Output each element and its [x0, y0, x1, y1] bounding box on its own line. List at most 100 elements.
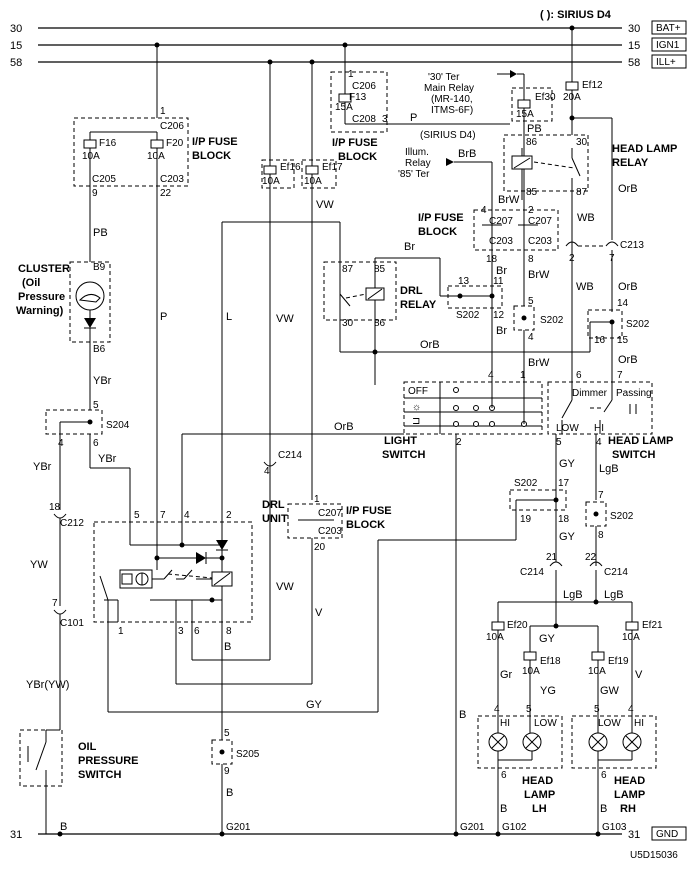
head-lamp-switch: 6 7 Dimmer Passing LOW HI 5 4 HEAD LAMP … [547, 370, 673, 461]
diagram-label: HEAD LAMP [608, 435, 673, 447]
diagram-label: S202 [514, 478, 538, 489]
connector-c214-a: 4 C214 [263, 450, 302, 477]
splice-s202-b: 5 4 S202 [513, 296, 564, 380]
diagram-label: Main Relay [424, 83, 474, 94]
diagram-label: BrW [498, 194, 520, 206]
diagram-label: Passing [616, 388, 652, 399]
diagram-label: Br [404, 241, 415, 253]
diagram-label: 15A [335, 102, 353, 113]
diagram-label: ⊐ [412, 416, 420, 427]
diagram-label: '85' Ter [398, 169, 430, 180]
diagram-label: B9 [93, 262, 106, 273]
diagram-label: 31 [628, 829, 640, 841]
diagram-label: LAMP [614, 789, 645, 801]
diagram-label: 9 [224, 766, 230, 777]
diagram-label: VW [276, 581, 294, 593]
diagram-label: B6 [93, 344, 106, 355]
diagram-label: C207 [489, 216, 513, 227]
diagram-label: ☼ [412, 402, 421, 413]
diagram-label: VW [316, 199, 334, 211]
diagram-label: C203 [318, 526, 342, 537]
diagram-label: OrB [334, 421, 354, 433]
diagram-label: GND [656, 829, 678, 840]
diagram-label: 3 [382, 114, 388, 125]
connector-c214-c: 22 C214 [585, 552, 628, 602]
diagram-label: Ef21 [642, 620, 663, 631]
ip-fuse-block-3: 4 2 C207 C207 C203 C203 18 8 I/P FUSE BL… [418, 205, 559, 265]
diagram-label: C203 [528, 236, 552, 247]
diagram-label: C101 [60, 618, 84, 629]
diagram-label: C207 [528, 216, 552, 227]
diagram-label: BLOCK [338, 151, 377, 163]
diagram-label: 1 [520, 370, 526, 381]
oil-pressure-switch: OIL PRESSURE SWITCH [19, 729, 139, 834]
diagram-label: YBr [98, 453, 117, 465]
diagram-label: 9 [92, 188, 98, 199]
diagram-label: '30' Ter [428, 72, 460, 83]
diagram-label: 7 [160, 510, 166, 521]
ip-fuse-block-2: 1 C206 F13 15A C208 3 P I/P FUSE BLOCK [330, 42, 510, 163]
diagram-label: B [226, 787, 233, 799]
diagram-label: 7 [617, 370, 623, 381]
diagram-label: BLOCK [418, 226, 457, 238]
diagram-label: 15 [628, 40, 640, 52]
diagram-label: 85 [374, 264, 386, 275]
diagram-label: Ef12 [582, 80, 603, 91]
diagram-label: BLOCK [346, 519, 385, 531]
connector-c212: 18 C212 [49, 502, 84, 606]
diagram-label: 5 [594, 704, 600, 715]
diagram-label: F20 [166, 138, 184, 149]
diagram-label: B [500, 803, 507, 815]
diagram-label: 4 [628, 704, 634, 715]
diagram-label: SWITCH [382, 449, 425, 461]
diagram-label: HEAD LAMP [612, 143, 677, 155]
diagram-label: S202 [626, 319, 650, 330]
diagram-label: 15 [617, 335, 629, 346]
diagram-label: Gr [500, 669, 513, 681]
diagram-label: C203 [489, 236, 513, 247]
diagram-label: C213 [620, 240, 644, 251]
diagram-label: CLUSTER [18, 263, 70, 275]
diagram-label: 10A [522, 666, 540, 677]
diagram-label: Br [496, 325, 507, 337]
diagram-label: 31 [10, 829, 22, 841]
diagram-label: P [410, 112, 417, 124]
diagram-label: BrB [458, 148, 476, 160]
diagram-label: UNIT [262, 513, 288, 525]
diagram-label: PB [93, 227, 108, 239]
bus-58: 58 58 ILL+ [10, 54, 687, 69]
diagram-label: Ef16 [280, 162, 301, 173]
diagram-label: L [226, 311, 232, 323]
diagram-label: I/P FUSE [332, 137, 378, 149]
diagram-label: S204 [106, 420, 130, 431]
fuse-ef30: Ef30 15A PB [511, 87, 556, 240]
diagram-label: LOW [598, 718, 621, 729]
drl-unit: 5 7 4 2 1 3 6 8 [93, 499, 288, 637]
diagram-label: Br [496, 265, 507, 277]
diagram-label: 10A [262, 176, 280, 187]
diagram-label: 6 [601, 770, 607, 781]
diagram-label: I/P FUSE [192, 136, 238, 148]
splice-s202-e: 7 8 S202 [585, 490, 634, 566]
diagram-label: 2 [226, 510, 232, 521]
diagram-label: 10A [622, 632, 640, 643]
diagram-label: 4 [481, 205, 487, 216]
diagram-label: S202 [456, 310, 480, 321]
diagram-label: 6 [194, 626, 200, 637]
diagram-label: 10A [82, 151, 100, 162]
diagram-label: RELAY [400, 299, 437, 311]
diagram-label: OFF [408, 386, 428, 397]
diagram-label: 4 [184, 510, 190, 521]
diagram-label: 5 [134, 510, 140, 521]
diagram-label: WB [576, 281, 594, 293]
diagram-label: G201 [226, 822, 251, 833]
diagram-label: 13 [458, 276, 470, 287]
diagram-label: BrW [528, 269, 550, 281]
diagram-label: DRL [262, 499, 285, 511]
diagram-label: C206 [352, 81, 376, 92]
diagram-label: 30 [628, 23, 640, 35]
diagram-label: 58 [628, 57, 640, 69]
diagram-label: 2 [456, 437, 462, 448]
diagram-label: GY [539, 633, 556, 645]
